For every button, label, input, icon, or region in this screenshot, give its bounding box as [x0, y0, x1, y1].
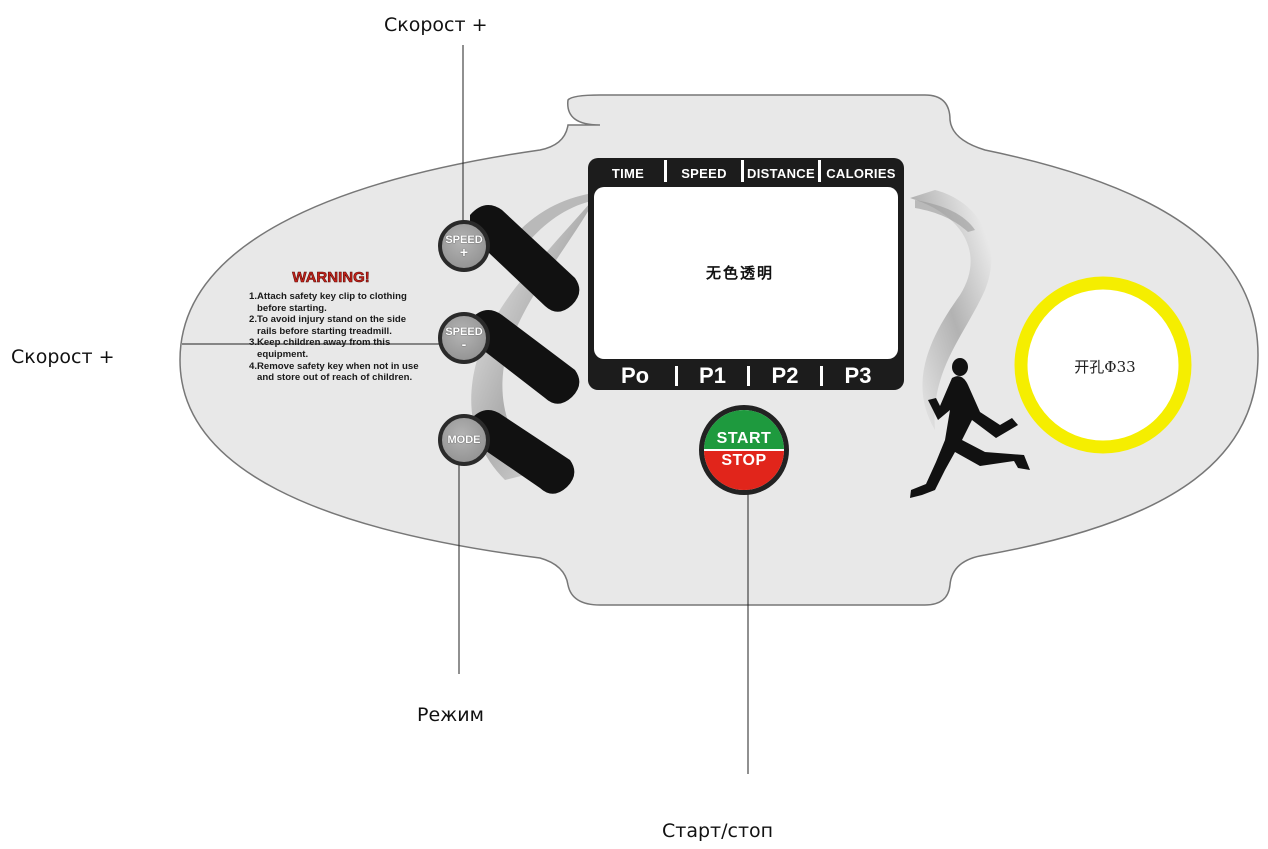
warning-title-art: WARNING!	[292, 269, 370, 286]
callout-speed-down-left: Скорост +	[11, 346, 115, 368]
safety-key-hole-label: 开孔Φ33	[1074, 358, 1136, 376]
lcd-header-distance: DISTANCE	[747, 165, 815, 181]
start-stop-button[interactable]: START STOP	[699, 405, 789, 495]
warning-line: 3.Keep children away from this	[249, 337, 391, 349]
speed-down-button-label: SPEED	[445, 326, 483, 338]
mode-button[interactable]: MODE	[438, 414, 490, 466]
speed-up-bar	[470, 205, 580, 312]
plus-icon: +	[459, 244, 469, 260]
lcd-header-divider	[664, 160, 667, 182]
warning-line: equipment.	[257, 348, 309, 360]
speed-up-button-label: SPEED	[445, 234, 483, 246]
warning-list: 1.Attach safety key clip to clothing bef…	[249, 291, 424, 384]
warning-line: 1.Attach safety key clip to clothing	[249, 291, 407, 302]
program-p2[interactable]: P2	[771, 363, 799, 388]
lcd-header-calories: CALORIES	[826, 165, 896, 181]
warning-line: before starting.	[257, 302, 327, 314]
swoosh-left-2	[520, 192, 600, 240]
lcd-header-divider	[818, 160, 821, 182]
callout-mode: Режим	[417, 704, 484, 726]
minus-icon: -	[461, 336, 467, 352]
program-p1[interactable]: P1	[699, 363, 726, 388]
lcd-header-divider	[741, 160, 744, 182]
start-stop-divider	[704, 449, 784, 451]
program-po[interactable]: Po	[620, 363, 650, 388]
start-label: START	[716, 430, 772, 447]
stop-label: STOP	[721, 452, 767, 469]
speed-up-button[interactable]: SPEED +	[438, 220, 490, 272]
mode-button-label: MODE	[447, 434, 481, 446]
swoosh-left	[471, 190, 600, 480]
runner-icon	[910, 358, 1030, 498]
lcd-footer-divider	[747, 366, 750, 386]
lcd-footer-divider	[820, 366, 823, 386]
callout-speed-up-top: Скорост +	[384, 14, 488, 36]
warning-line: 2.To avoid injury stand on the side	[249, 314, 407, 326]
warning-line: rails before starting treadmill.	[257, 325, 392, 337]
mode-bar	[470, 410, 575, 494]
lcd-footer-divider	[675, 366, 678, 386]
swoosh-right-2	[915, 200, 975, 232]
safety-key-ring	[1014, 276, 1192, 454]
speed-down-bar	[470, 310, 580, 404]
callout-start-stop: Старт/стоп	[662, 820, 774, 842]
swoosh-right	[910, 190, 992, 430]
lcd-screen	[594, 187, 898, 359]
lcd-header-speed: SPEED	[681, 165, 727, 181]
speed-down-button[interactable]: SPEED -	[438, 312, 490, 364]
start-button-half[interactable]: START	[704, 410, 784, 450]
warning-line: and store out of reach of children.	[257, 372, 413, 384]
lcd-header-time: TIME	[611, 165, 645, 181]
lcd-center-note: 无色透明	[705, 264, 774, 282]
warning-line: 4.Remove safety key when not in use	[249, 360, 419, 372]
program-p3[interactable]: P3	[844, 363, 872, 388]
stop-button-half[interactable]: STOP	[704, 450, 784, 490]
